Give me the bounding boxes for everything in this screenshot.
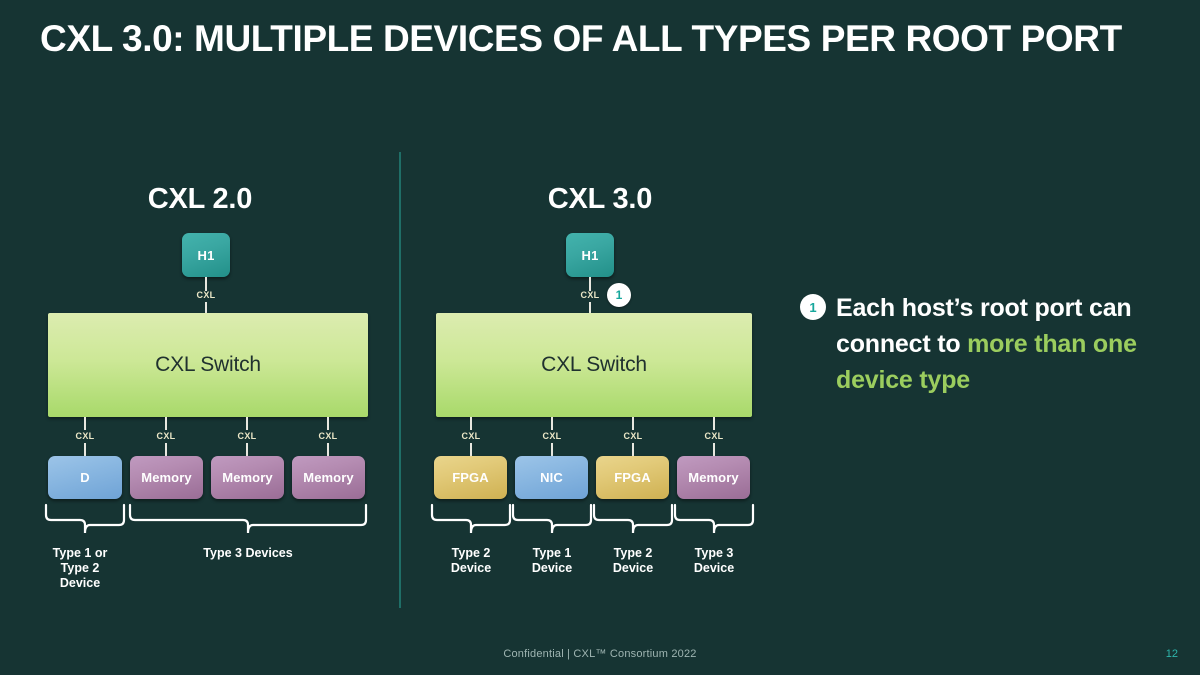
diagram-panel-cxl3: CXL 3.0 H1 CXL CXL Switch CXL CXL CXL CX… (400, 0, 800, 675)
group-bracket-type12 (44, 503, 126, 535)
cxl-switch-label: CXL Switch (541, 353, 647, 376)
callout-badge-diagram[interactable]: 1 (607, 283, 631, 307)
callout: 1 Each host’s root port can connect to m… (800, 290, 1170, 398)
downlink-line-1-top (84, 417, 86, 430)
downlink-line-3-bottom (246, 443, 248, 456)
downlink-line-1-bottom (470, 443, 472, 456)
device-label: FPGA (614, 470, 651, 485)
panel-divider (399, 152, 401, 608)
device-box-nic[interactable]: NIC (515, 456, 588, 499)
device-box-d[interactable]: D (48, 456, 122, 499)
callout-badge: 1 (800, 294, 826, 320)
group-label-type12: Type 1 or Type 2 Device (52, 546, 108, 590)
device-label: FPGA (452, 470, 489, 485)
downlink-line-1-top (470, 417, 472, 430)
device-box-fpga-1[interactable]: FPGA (434, 456, 507, 499)
group-label-2: Type 1 Device (531, 546, 573, 575)
uplink-line-cxl3-bottom (589, 302, 591, 313)
group-bracket-1 (430, 503, 512, 535)
cxl-switch-cxl3[interactable]: CXL Switch (436, 313, 752, 417)
uplink-line-cxl2-top (205, 277, 207, 291)
downlink-line-4-top (713, 417, 715, 430)
group-bracket-3 (592, 503, 674, 535)
uplink-line-cxl2-bottom (205, 302, 207, 313)
downlink-line-2-top (551, 417, 553, 430)
page-number: 12 (1165, 648, 1178, 660)
downlink-line-2-top (165, 417, 167, 430)
device-box-memory-1[interactable]: Memory (130, 456, 203, 499)
downlink-cxl-label-2: CXL (542, 431, 562, 441)
device-label: Memory (303, 470, 354, 485)
host-box-cxl3[interactable]: H1 (566, 233, 614, 277)
panel-title-cxl3: CXL 3.0 (547, 183, 653, 215)
downlink-cxl-label-1: CXL (75, 431, 95, 441)
downlink-cxl-label-2: CXL (156, 431, 176, 441)
page-title: CXL 3.0: MULTIPLE DEVICES OF ALL TYPES P… (40, 18, 1122, 59)
downlink-cxl-label-3: CXL (237, 431, 257, 441)
group-bracket-2 (511, 503, 593, 535)
uplink-cxl-label-cxl3: CXL (580, 290, 600, 300)
callout-text: Each host’s root port can connect to mor… (836, 290, 1170, 398)
host-label: H1 (197, 247, 215, 263)
device-label: Memory (688, 470, 739, 485)
group-label-3: Type 2 Device (612, 546, 654, 575)
group-bracket-4 (673, 503, 755, 535)
downlink-cxl-label-3: CXL (623, 431, 643, 441)
device-box-fpga-2[interactable]: FPGA (596, 456, 669, 499)
downlink-cxl-label-4: CXL (704, 431, 724, 441)
downlink-line-4-top (327, 417, 329, 430)
device-label: Memory (222, 470, 273, 485)
group-label-4: Type 3 Device (693, 546, 735, 575)
device-label: D (80, 470, 90, 485)
downlink-cxl-label-4: CXL (318, 431, 338, 441)
downlink-line-3-top (246, 417, 248, 430)
diagram-panel-cxl2: CXL 2.0 H1 CXL CXL Switch CXL CXL CXL CX… (0, 0, 400, 675)
downlink-line-4-bottom (327, 443, 329, 456)
downlink-line-3-top (632, 417, 634, 430)
group-label-type3: Type 3 Devices (203, 546, 293, 560)
uplink-cxl-label-cxl2: CXL (196, 290, 216, 300)
device-box-memory[interactable]: Memory (677, 456, 750, 499)
downlink-line-2-bottom (551, 443, 553, 456)
downlink-line-1-bottom (84, 443, 86, 456)
footer-text: Confidential | CXL™ Consortium 2022 (503, 648, 697, 660)
device-label: Memory (141, 470, 192, 485)
callout-text-normal: Each host’s root port can connect to (836, 294, 1132, 358)
downlink-line-3-bottom (632, 443, 634, 456)
callout-text-highlight: more than one device type (836, 330, 1137, 394)
host-box-cxl2[interactable]: H1 (182, 233, 230, 277)
downlink-line-2-bottom (165, 443, 167, 456)
uplink-line-cxl3-top (589, 277, 591, 291)
device-box-memory-2[interactable]: Memory (211, 456, 284, 499)
group-label-1: Type 2 Device (450, 546, 492, 575)
device-label: NIC (540, 470, 563, 485)
device-box-memory-3[interactable]: Memory (292, 456, 365, 499)
group-bracket-type3 (128, 503, 368, 535)
cxl-switch-label: CXL Switch (155, 353, 261, 376)
cxl-switch-cxl2[interactable]: CXL Switch (48, 313, 368, 417)
downlink-line-4-bottom (713, 443, 715, 456)
downlink-cxl-label-1: CXL (461, 431, 481, 441)
panel-title-cxl2: CXL 2.0 (147, 183, 253, 215)
host-label: H1 (581, 247, 599, 263)
